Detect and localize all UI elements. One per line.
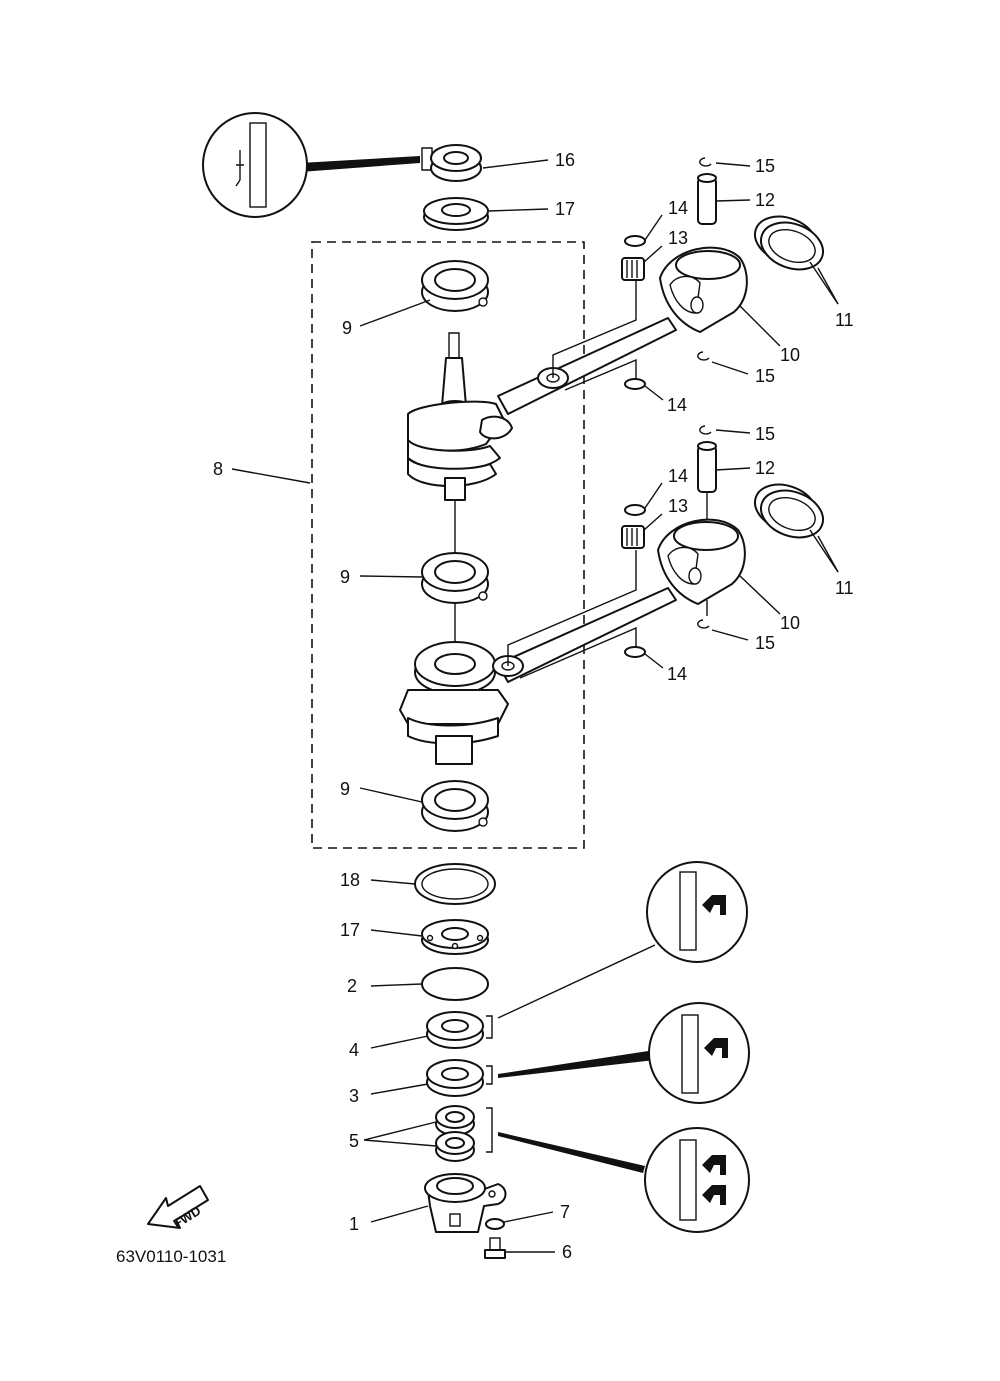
- callout-15-c: 15: [755, 424, 775, 444]
- part-15-clip-upper-b: [697, 351, 710, 361]
- part-15-clip-lower-a: [699, 425, 712, 435]
- part-9-bearing-middle: [421, 552, 489, 604]
- seal-detail-inset-5: [498, 1127, 750, 1233]
- callout-9-upper: 9: [342, 318, 352, 338]
- diagram-code: 63V0110-1031: [116, 1247, 226, 1266]
- callout-9-lower: 9: [340, 779, 350, 799]
- callout-14-d: 14: [667, 664, 687, 684]
- part-15-clip-lower-b: [697, 619, 710, 629]
- callout-4: 4: [349, 1040, 359, 1060]
- oil-seal-lip-icon: [704, 1038, 728, 1058]
- part-11-piston-rings-lower: [754, 483, 824, 539]
- callout-14-a: 14: [668, 198, 688, 218]
- part-17-seal-housing-top: [423, 197, 489, 231]
- callout-5: 5: [349, 1131, 359, 1151]
- oil-seal-lip-icon: [702, 895, 726, 915]
- callout-13-upper: 13: [668, 228, 688, 248]
- part-18-gasket: [414, 863, 496, 905]
- part-9-bearing-lower: [421, 780, 489, 832]
- part-16-oil-seal: [421, 144, 482, 182]
- callout-15-d: 15: [755, 633, 775, 653]
- part-14-washer-lower-a: [624, 504, 646, 516]
- callout-12-upper: 12: [755, 190, 775, 210]
- callout-15-a: 15: [755, 156, 775, 176]
- callout-3: 3: [349, 1086, 359, 1106]
- callout-13-lower: 13: [668, 496, 688, 516]
- callout-18: 18: [340, 870, 360, 890]
- callout-16: 16: [555, 150, 575, 170]
- part-14-washer-upper-b: [624, 378, 646, 390]
- callout-14-c: 14: [668, 466, 688, 486]
- part-7-washer: [485, 1218, 505, 1230]
- oil-seal-lip-icon: [702, 1185, 726, 1205]
- callout-1: 1: [349, 1214, 359, 1234]
- seal-detail-inset-3: [498, 1002, 750, 1104]
- callout-11-lower: 11: [835, 578, 854, 598]
- callout-8: 8: [213, 459, 223, 479]
- callout-12-lower: 12: [755, 458, 775, 478]
- crankshaft-assembly-boundary: [311, 241, 585, 849]
- part-13-needle-bearing-upper: [621, 257, 645, 281]
- connecting-rod-upper: [479, 317, 677, 440]
- part-5-oil-seal-upper: [435, 1105, 475, 1136]
- callout-9-middle: 9: [340, 567, 350, 587]
- callout-6: 6: [562, 1242, 572, 1262]
- crankshaft: [399, 332, 509, 765]
- part-1-seal-housing: [424, 1173, 507, 1233]
- part-2-o-ring: [421, 967, 489, 1001]
- part-11-piston-rings-upper: [754, 215, 824, 271]
- callout-7: 7: [560, 1202, 570, 1222]
- part-15-clip-upper-a: [699, 157, 712, 167]
- callout-17-top: 17: [555, 199, 575, 219]
- oil-seal-lip-icon: [702, 1155, 726, 1175]
- seal-detail-inset-4: [497, 861, 748, 1019]
- part-3-oil-seal: [426, 1059, 484, 1097]
- part-17-seal-housing-lower: [421, 919, 489, 955]
- oil-seal-lip-icon: [235, 150, 244, 187]
- callout-2: 2: [347, 976, 357, 996]
- part-13-needle-bearing-lower: [621, 525, 645, 549]
- callout-10-lower: 10: [780, 613, 800, 633]
- part-12-piston-pin-upper: [697, 173, 717, 225]
- seal-detail-inset-top: [202, 112, 420, 218]
- callout-17-lower: 17: [340, 920, 360, 940]
- part-5-oil-seal-lower: [435, 1131, 475, 1162]
- part-6-bolt: [484, 1237, 506, 1259]
- part-10-piston-upper: [659, 246, 748, 333]
- callout-11-upper: 11: [835, 310, 854, 330]
- part-4-oil-seal: [426, 1011, 484, 1049]
- part-12-piston-pin-lower: [697, 441, 717, 493]
- callout-14-b: 14: [667, 395, 687, 415]
- part-14-washer-lower-b: [624, 646, 646, 658]
- part-10-piston-lower: [657, 518, 746, 605]
- callout-15-b: 15: [755, 366, 775, 386]
- callout-10-upper: 10: [780, 345, 800, 365]
- part-9-bearing-upper: [421, 260, 489, 312]
- part-14-washer-upper-a: [624, 235, 646, 247]
- fwd-arrow-icon: FWD: [147, 1185, 209, 1231]
